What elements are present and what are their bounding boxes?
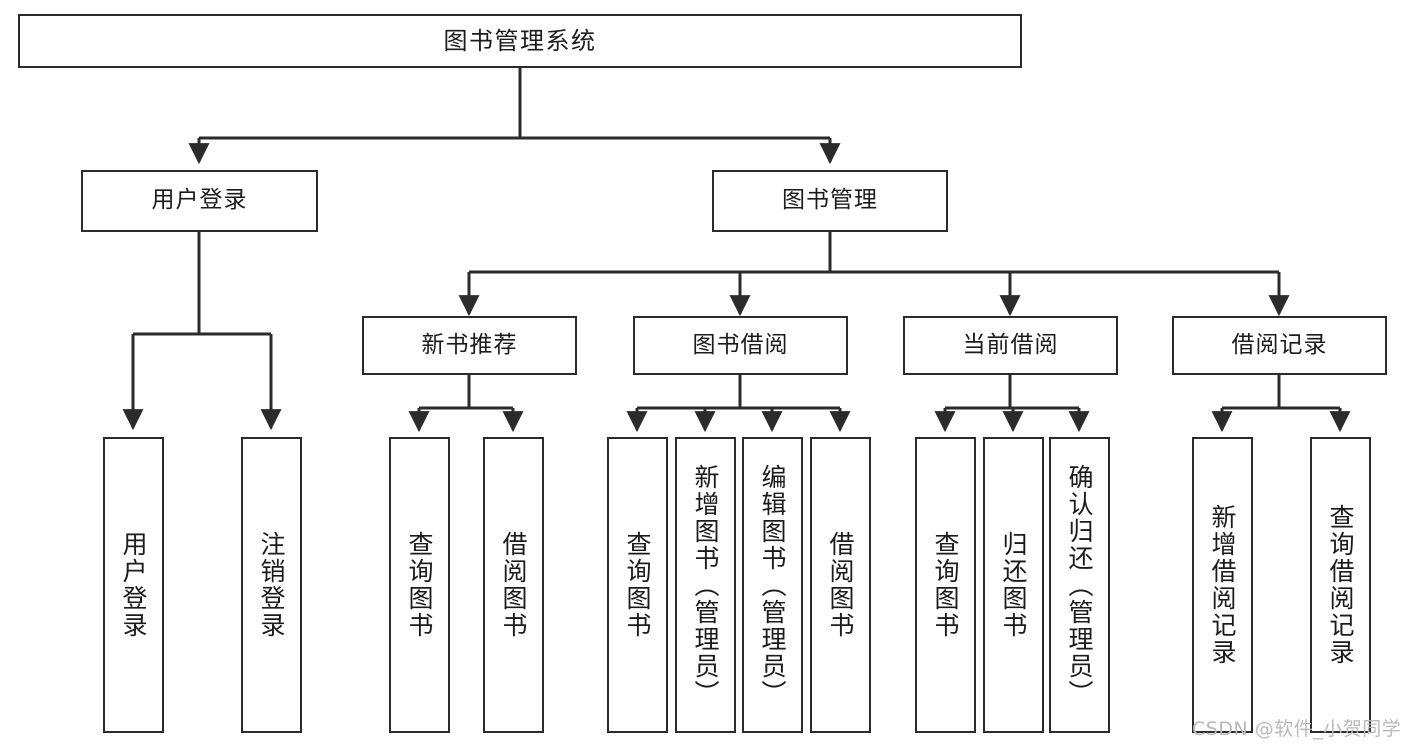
node-leaf-query-book-3[interactable]: 查询图书	[915, 437, 976, 733]
node-book-borrow-label: 图书借阅	[692, 331, 789, 358]
node-leaf-return-book-label: 归还图书	[999, 531, 1028, 639]
node-leaf-query-record[interactable]: 查询借阅记录	[1310, 437, 1371, 733]
node-leaf-user-login-label: 用户登录	[119, 531, 148, 639]
node-leaf-add-book-label: 新增图书（管理员）	[691, 463, 720, 707]
node-leaf-edit-book[interactable]: 编辑图书（管理员）	[742, 437, 803, 733]
node-leaf-add-book[interactable]: 新增图书（管理员）	[675, 437, 736, 733]
node-borrow-record-label: 借阅记录	[1231, 331, 1328, 358]
node-leaf-edit-book-label: 编辑图书（管理员）	[758, 463, 787, 707]
node-root-label: 图书管理系统	[443, 26, 597, 55]
node-leaf-query-book-1[interactable]: 查询图书	[389, 437, 450, 733]
node-current-borrow[interactable]: 当前借阅	[903, 316, 1118, 375]
node-leaf-confirm-return-label: 确认归还（管理员）	[1065, 463, 1094, 707]
node-leaf-logout-label: 注销登录	[257, 531, 286, 639]
node-leaf-add-record-label: 新增借阅记录	[1208, 504, 1237, 666]
node-leaf-query-record-label: 查询借阅记录	[1326, 504, 1355, 666]
node-borrow-record[interactable]: 借阅记录	[1172, 316, 1387, 375]
node-leaf-borrow-book-2[interactable]: 借阅图书	[810, 437, 871, 733]
node-leaf-logout[interactable]: 注销登录	[241, 437, 302, 733]
node-leaf-return-book[interactable]: 归还图书	[983, 437, 1044, 733]
node-book-manage-label: 图书管理	[782, 187, 878, 214]
node-leaf-query-book-3-label: 查询图书	[931, 531, 960, 639]
node-book-manage[interactable]: 图书管理	[712, 170, 948, 232]
node-leaf-query-book-2-label: 查询图书	[623, 531, 652, 639]
node-root[interactable]: 图书管理系统	[18, 14, 1022, 68]
node-leaf-query-book-2[interactable]: 查询图书	[607, 437, 668, 733]
node-new-book-rec-label: 新书推荐	[421, 331, 518, 358]
node-new-book-rec[interactable]: 新书推荐	[362, 316, 577, 375]
node-current-borrow-label: 当前借阅	[962, 331, 1059, 358]
node-leaf-add-record[interactable]: 新增借阅记录	[1192, 437, 1253, 733]
node-book-borrow[interactable]: 图书借阅	[633, 316, 848, 375]
watermark: CSDN @软件_小贺同学	[1192, 718, 1402, 740]
node-leaf-confirm-return[interactable]: 确认归还（管理员）	[1049, 437, 1110, 733]
node-leaf-borrow-book-2-label: 借阅图书	[826, 531, 855, 639]
node-leaf-query-book-1-label: 查询图书	[405, 531, 434, 639]
node-leaf-user-login[interactable]: 用户登录	[103, 437, 164, 733]
node-user-login[interactable]: 用户登录	[81, 170, 318, 232]
node-user-login-label: 用户登录	[151, 187, 248, 214]
node-leaf-borrow-book-1-label: 借阅图书	[499, 531, 528, 639]
node-leaf-borrow-book-1[interactable]: 借阅图书	[483, 437, 544, 733]
